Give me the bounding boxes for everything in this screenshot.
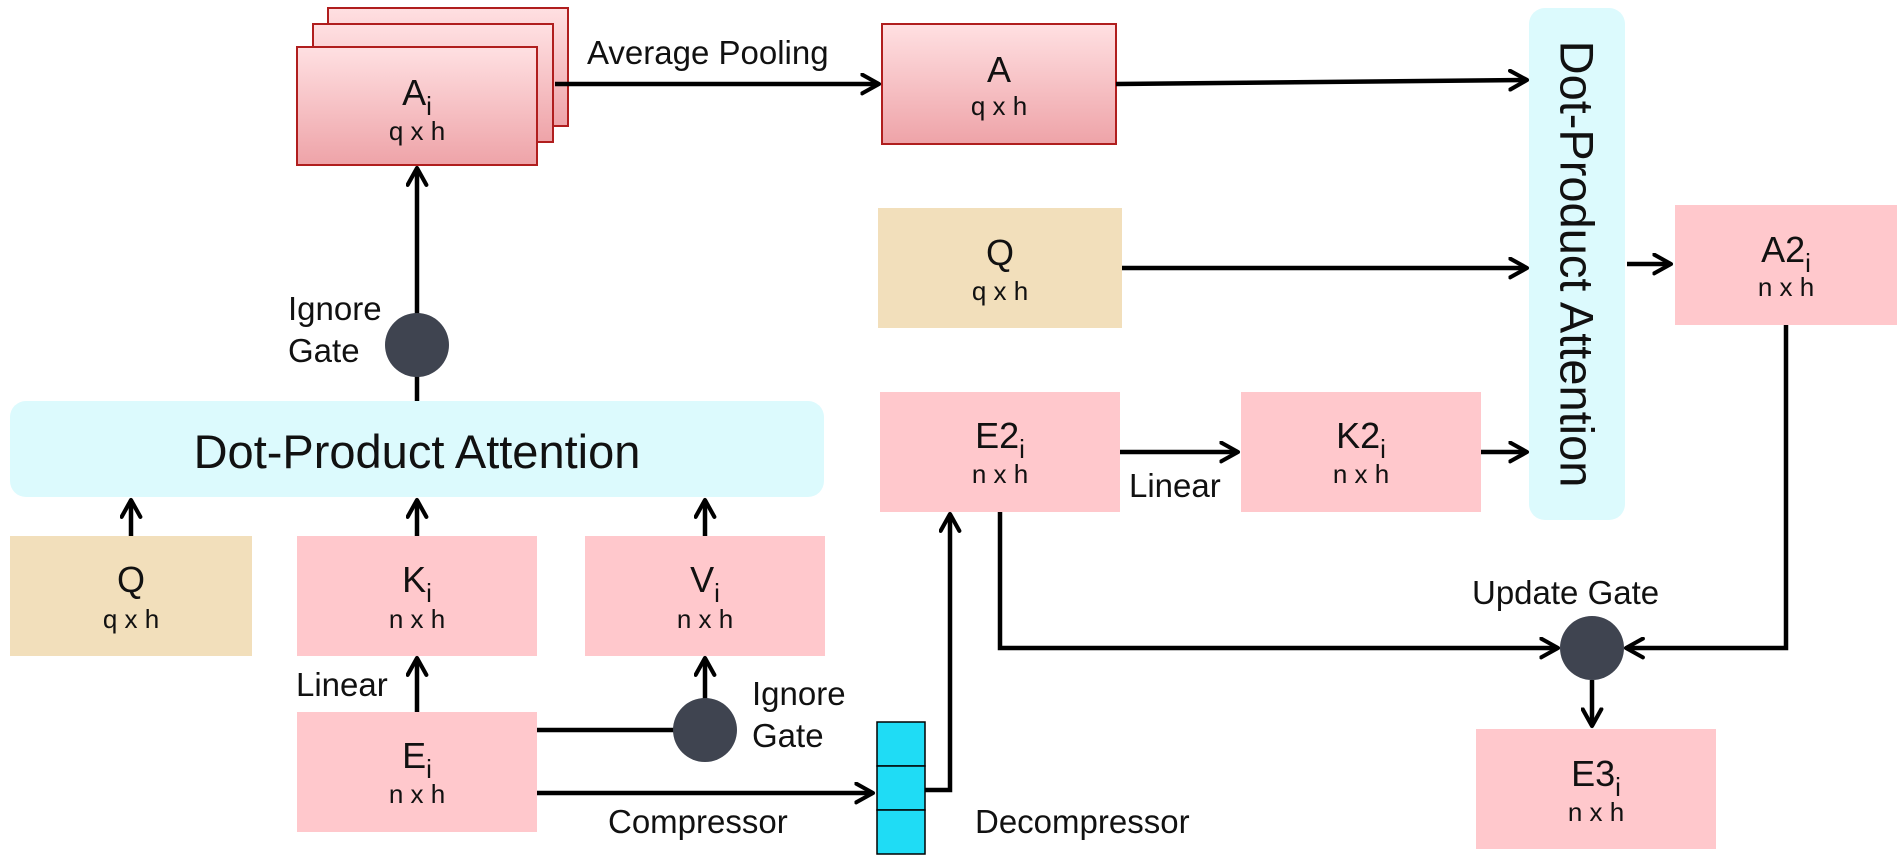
q-right-dims: q x h [972,276,1028,306]
dot-product-attention-right [1529,8,1625,520]
q-right-box [878,208,1122,328]
a-box [881,23,1117,145]
a2-box [1675,205,1897,325]
ki-label: Ki [402,559,432,608]
e2-dims: n x h [972,459,1028,489]
ignore-gate-bottom-line1: Ignore [752,675,846,712]
dot-product-attention-right-label: Dot-Product Attention [1551,41,1604,488]
k2-dims: n x h [1333,459,1389,489]
dot-product-attention-left-label: Dot-Product Attention [194,425,641,478]
e3-label: E3i [1571,753,1621,802]
average-pooling-label: Average Pooling [587,34,829,71]
ai-label: Ai [402,72,432,121]
ei-box [297,712,537,832]
update-gate-label: Update Gate [1472,574,1659,611]
ki-box [297,536,537,656]
ignore-gate-top-line1: Ignore [288,290,382,327]
compressor-stack [876,721,926,855]
ei-label: Ei [402,735,432,784]
a-label: A [987,49,1011,90]
arrow-compressor-to-e2 [925,514,950,793]
compressor-cell-1 [876,721,926,767]
ai-stack: Ai q x h [296,7,569,166]
compressor-cell-3 [876,809,926,855]
k2-label: K2i [1336,415,1386,464]
e2-label: E2i [975,415,1025,464]
q-left-label: Q [117,559,145,600]
q-right-label: Q [986,232,1014,273]
ei-dims: n x h [389,779,445,809]
a2-label: A2i [1761,229,1811,278]
ki-dims: n x h [389,604,445,634]
vi-box [585,536,825,656]
ai-box [296,46,538,166]
q-left-dims: q x h [103,604,159,634]
arrow-a2-to-update-gate [1626,325,1789,648]
compressor-cell-2 [876,765,926,811]
k2-box [1241,392,1481,512]
arrow-a-to-attention [1115,80,1527,84]
e2-box [880,392,1120,512]
e3-dims: n x h [1568,797,1624,827]
ignore-gate-bottom-line2: Gate [752,717,824,754]
ignore-gate-top [385,313,449,377]
arrow-e2-to-update-gate [997,512,1558,648]
a2-dims: n x h [1758,272,1814,302]
vi-label: Vi [690,559,720,608]
linear-left-label: Linear [296,666,388,703]
ignore-gate-bottom [673,698,737,762]
linear-right-label: Linear [1129,467,1221,504]
q-left-box [10,536,252,656]
vi-dims: n x h [677,604,733,634]
e3-box [1476,729,1716,849]
dot-product-attention-left [10,401,824,497]
a-dims: q x h [971,91,1027,121]
decompressor-label: Decompressor [975,803,1190,840]
ignore-gate-top-line2: Gate [288,332,360,369]
update-gate [1560,616,1624,680]
compressor-label: Compressor [608,803,788,840]
ai-dims: q x h [389,116,445,146]
